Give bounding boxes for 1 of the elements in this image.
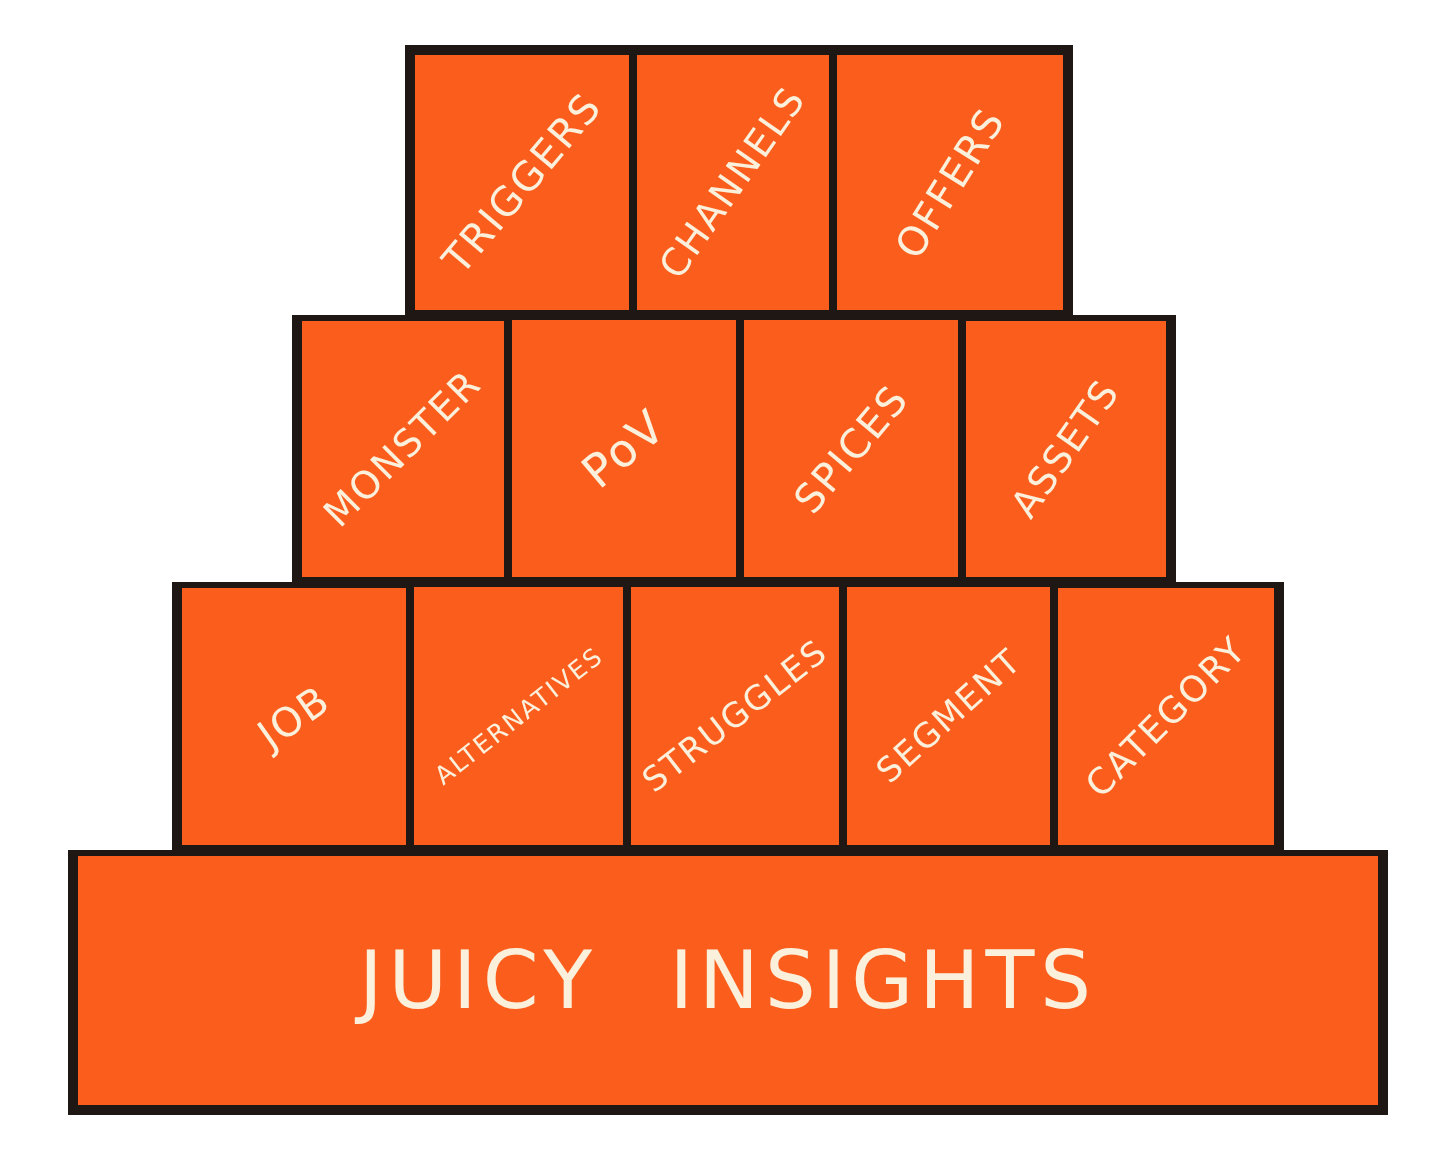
base-block (68, 850, 1388, 1115)
